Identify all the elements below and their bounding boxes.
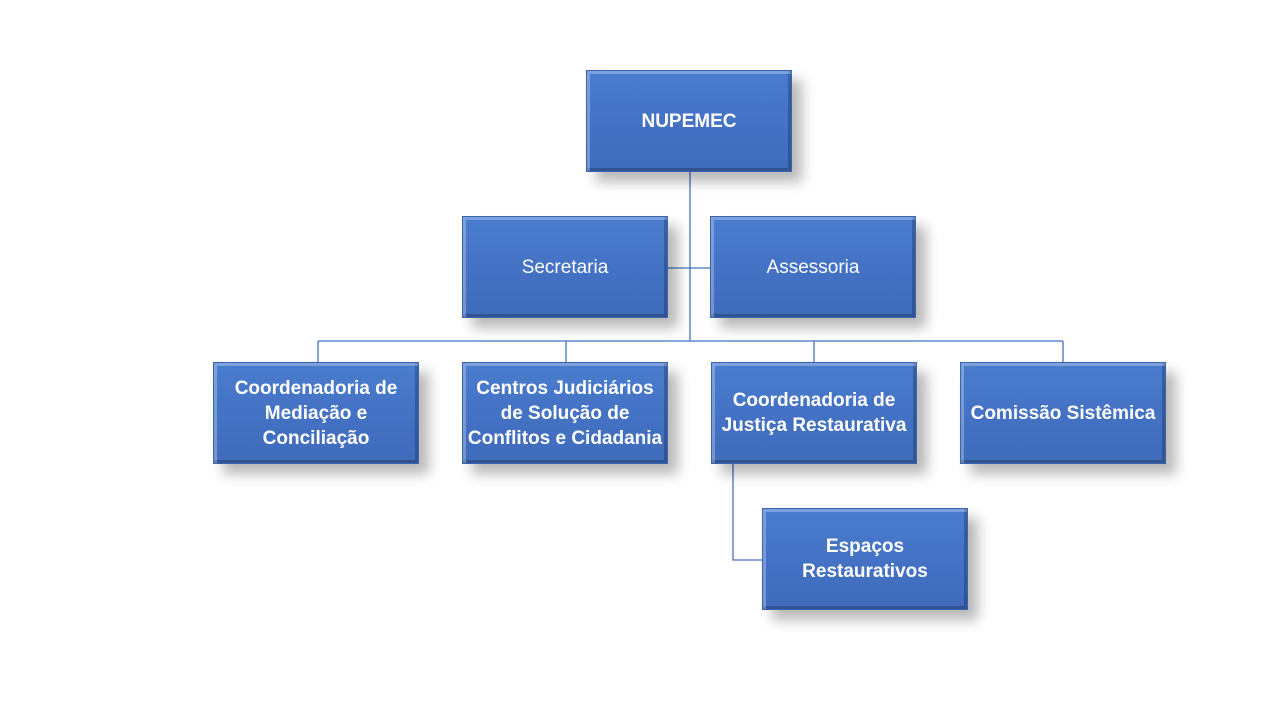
node-secretaria: Secretaria [462,216,668,318]
node-coordenadoria-justica-restaurativa-label: Coordenadoria de Justiça Restaurativa [721,390,907,436]
node-secretaria-label: Secretaria [521,256,609,278]
node-nupemec: NUPEMEC [586,70,792,172]
node-assessoria: Assessoria [710,216,916,318]
node-centros-judiciarios-label: Centros Judiciários de Solução de Confli… [467,377,663,449]
connector-sub-unit [732,464,762,561]
node-assessoria-label: Assessoria [766,256,860,278]
node-centros-judiciarios: Centros Judiciários de Solução de Confli… [462,362,668,464]
node-comissao-sistemica: Comissão Sistêmica [960,362,1166,464]
node-comissao-sistemica-label: Comissão Sistêmica [970,402,1156,424]
node-coordenadoria-mediacao-label: Coordenadoria de Mediação e Conciliação [234,377,398,449]
node-espacos-restaurativos: Espaços Restaurativos [762,508,968,610]
node-espacos-restaurativos-label: Espaços Restaurativos [802,536,928,582]
node-coordenadoria-mediacao: Coordenadoria de Mediação e Conciliação [213,362,419,464]
node-nupemec-label: NUPEMEC [641,110,737,132]
node-coordenadoria-justica-restaurativa: Coordenadoria de Justiça Restaurativa [711,362,917,464]
